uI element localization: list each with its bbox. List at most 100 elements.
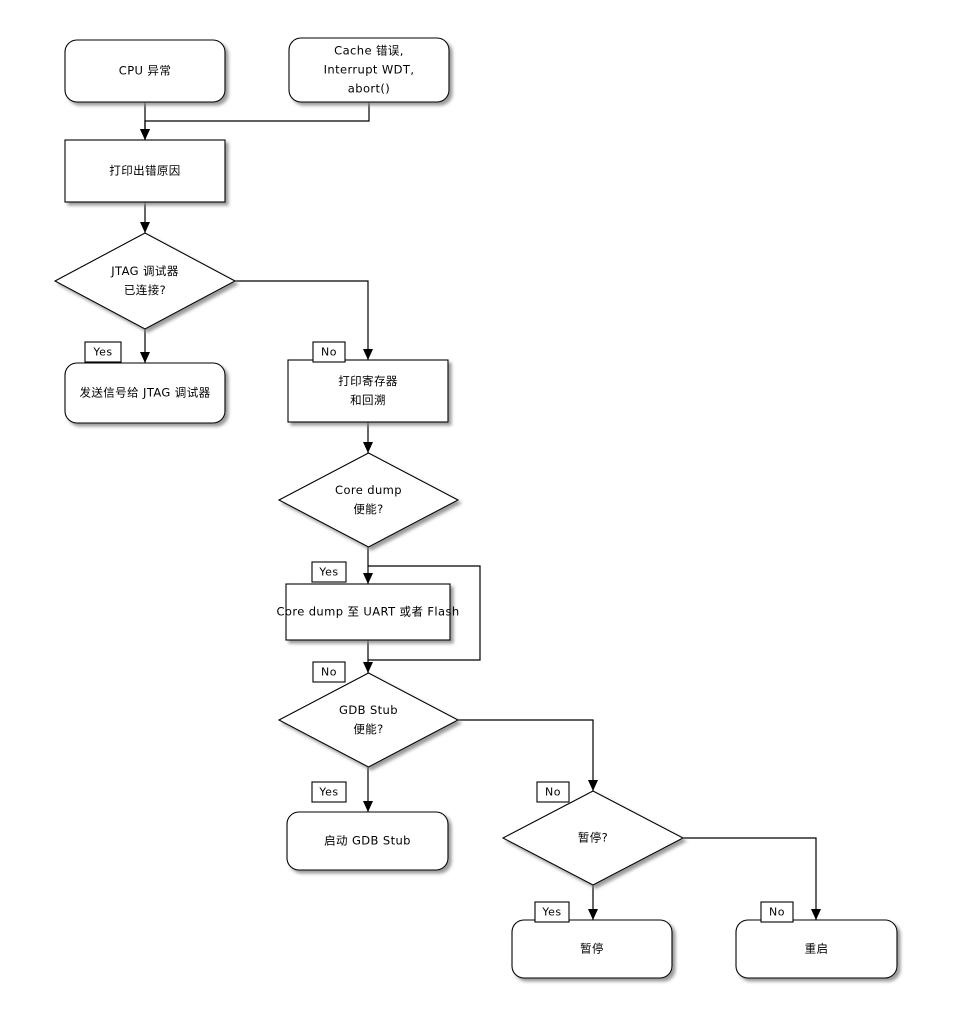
edge-label-box [534, 901, 570, 923]
node-reboot: 重启 [735, 919, 898, 979]
node-label: 发送信号给 JTAG 调试器 [79, 386, 210, 400]
edge-label-label-coredump-yes: Yes [311, 561, 347, 583]
edge-label-box [311, 561, 347, 583]
node-label: 已连接? [124, 283, 166, 297]
node-label: 暂停? [578, 831, 608, 845]
edge-coredumpbox-to-gdb [363, 640, 373, 673]
edge-label-box [760, 901, 794, 923]
node-diamond [501, 790, 685, 886]
edge-print-to-jtag [140, 202, 150, 233]
edge-halt-no-to-reboot [683, 837, 821, 920]
node-label: 重启 [805, 942, 829, 956]
edge-halt-yes-to-halt [588, 885, 598, 920]
node-label: Core dump 至 UART 或者 Flash [276, 605, 459, 619]
edge-label-box [312, 341, 346, 363]
nodes-layer: CPU 异常 Cache 错误, Interrupt WDT, abort() 打印出错… [53, 37, 898, 979]
node-cpu-exception: CPU 异常 [64, 39, 226, 103]
edge-coredump-bypass [368, 565, 481, 661]
edge-label-label-gdb-yes: Yes [311, 781, 347, 803]
node-label: Core dump [335, 483, 402, 497]
edge-label-label-coredump-no: No [312, 661, 346, 683]
node-diamond [277, 672, 460, 768]
node-rounded-box [64, 362, 226, 424]
arrow-head-icon [588, 909, 598, 920]
node-label: 打印出错原因 [109, 164, 180, 178]
edge-label-label-halt-yes: Yes [534, 901, 570, 923]
edge-path [683, 837, 817, 920]
node-label: abort() [348, 82, 390, 96]
node-gdb-stub-enabled-decision: GDB Stub 便能? [277, 672, 460, 768]
edge-label-text: No [545, 786, 561, 799]
node-rounded-box [735, 919, 898, 979]
node-diamond [53, 232, 237, 330]
node-box [287, 359, 449, 423]
edge-label-text: Yes [318, 566, 338, 579]
node-print-error-reason: 打印出错原因 [64, 139, 226, 203]
node-send-signal-to-jtag: 发送信号给 JTAG 调试器 [64, 362, 226, 424]
edge-label-text: Yes [318, 786, 338, 799]
node-label: JTAG 调试器 [110, 264, 179, 278]
node-halt: 暂停 [511, 919, 673, 979]
edge-cache-to-print [140, 102, 370, 140]
edge-label-text: No [769, 906, 785, 919]
node-label: Cache 错误, [334, 44, 404, 58]
arrow-head-icon [363, 801, 373, 812]
edge-label-label-jtag-yes: Yes [84, 341, 122, 363]
edge-label-text: No [321, 666, 337, 679]
arrow-head-icon [363, 662, 373, 673]
node-label: 打印寄存器 [338, 374, 398, 388]
node-start-gdb-stub: 启动 GDB Stub [286, 811, 449, 871]
edge-path [144, 102, 370, 140]
node-box [285, 583, 451, 641]
edge-label-box [84, 341, 122, 363]
edge-label-label-halt-no: No [760, 901, 794, 923]
node-label: 和回溯 [350, 393, 386, 407]
arrow-head-icon [811, 909, 821, 920]
node-halt-decision: 暂停? [501, 790, 685, 886]
node-label: GDB Stub [339, 703, 398, 717]
node-rounded-box [64, 39, 226, 103]
node-label: 便能? [353, 502, 383, 516]
arrow-head-icon [588, 780, 598, 791]
node-rounded-box [286, 811, 449, 871]
arrow-head-icon [140, 352, 150, 363]
edge-printreg-to-coredump [363, 422, 373, 453]
edge-jtag-yes-to-signal [140, 329, 150, 363]
edge-label-label-gdb-no: No [536, 781, 570, 803]
node-rounded-box [288, 37, 450, 103]
arrow-head-icon [363, 349, 373, 360]
node-core-dump-to-uart-flash: Core dump 至 UART 或者 Flash [276, 583, 459, 641]
edge-gdb-yes-to-start [363, 767, 373, 812]
node-label: 启动 GDB Stub [324, 834, 411, 848]
node-box [64, 139, 226, 203]
node-diamond [277, 452, 460, 548]
node-label: Interrupt WDT, [324, 63, 415, 77]
edge-path [235, 280, 369, 360]
edge-label-box [536, 781, 570, 803]
edges-layer [140, 102, 821, 920]
edge-label-text: No [321, 346, 337, 359]
node-cache-error: Cache 错误, Interrupt WDT, abort() [288, 37, 450, 103]
edge-label-text: Yes [541, 906, 561, 919]
arrow-head-icon [140, 129, 150, 140]
node-label: 便能? [353, 722, 383, 736]
edge-label-box [311, 781, 347, 803]
node-label: CPU 异常 [119, 64, 171, 78]
edge-gdb-no-to-halt [458, 719, 598, 791]
edge-path [368, 565, 481, 661]
edge-jtag-no-to-print-reg [235, 280, 373, 360]
edge-label-box [312, 661, 346, 683]
node-label: 暂停 [580, 942, 604, 956]
edge-path [458, 719, 594, 791]
arrow-head-icon [363, 442, 373, 453]
node-rounded-box [511, 919, 673, 979]
arrow-head-icon [363, 573, 373, 584]
edge-label-label-jtag-no: No [312, 341, 346, 363]
arrow-head-icon [140, 222, 150, 233]
edge-label-text: Yes [92, 346, 112, 359]
